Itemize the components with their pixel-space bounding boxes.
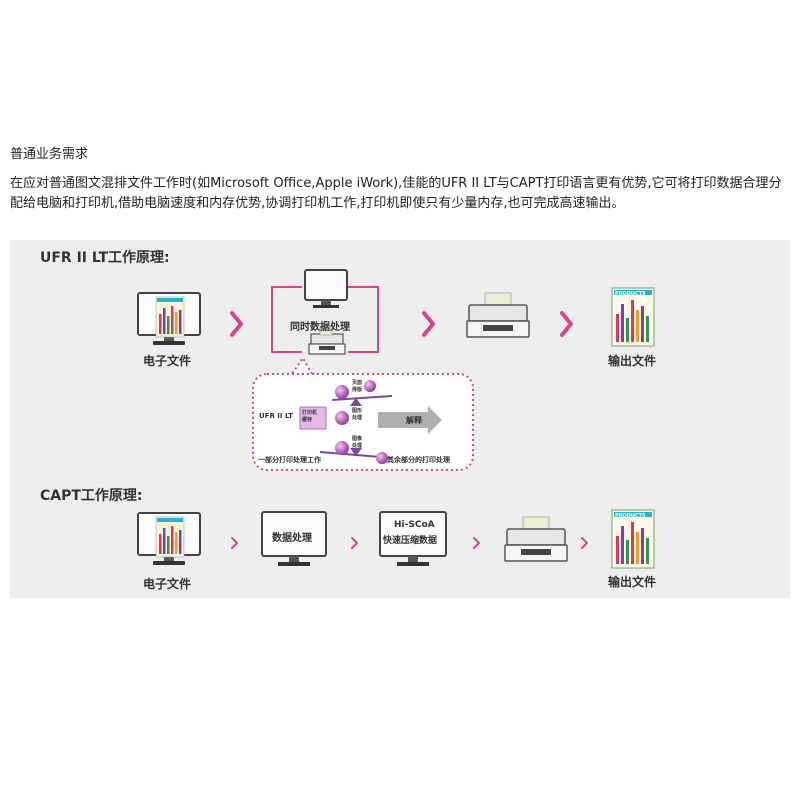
capt-output-label: 输出文件 <box>608 575 657 589</box>
capt-step1-label: 数据处理 <box>272 533 312 544</box>
ufr-source-monitor <box>137 292 201 346</box>
capt-printer <box>504 516 568 562</box>
ufr-doc-banner: PRODUCTS <box>615 291 646 297</box>
ufr-source-label: 电子文件 <box>143 354 192 368</box>
ufr-process-box <box>271 269 379 355</box>
section-heading: 普通业务需求 <box>10 147 89 162</box>
ufr-process-label: 同时数据处理 <box>290 322 350 333</box>
capt-step1-monitor <box>261 511 327 566</box>
ufr-output-label: 输出文件 <box>608 354 657 368</box>
capt-step2-line2: 快速压缩数据 <box>383 536 438 546</box>
interpret-arrow-label: 解释 <box>406 416 422 425</box>
ufr-detail-tag: UFR II LT <box>259 412 294 420</box>
ball-label-mid: 图形 处理 <box>352 408 363 421</box>
chevron-right-icon <box>473 537 480 549</box>
chevron-right-icon <box>581 537 588 549</box>
chevron-right-icon <box>351 537 358 549</box>
detail-bottom-right: 其余部分的打印处理 <box>387 456 450 464</box>
chevron-right-icon <box>230 311 243 337</box>
chevron-right-icon <box>560 311 573 337</box>
capt-source-monitor <box>137 512 201 566</box>
chevron-right-icon <box>231 537 238 549</box>
ufr-detail-balloon <box>252 356 474 471</box>
capt-step2-line1: Hi-SCoA <box>394 520 435 530</box>
capt-doc-banner: PRODUCTS <box>615 513 646 519</box>
ball-label-bottom: 图像 处理 <box>352 436 363 449</box>
capt-title: CAPT工作原理: <box>40 488 143 504</box>
ufr-title: UFR II LT工作原理: <box>40 250 170 266</box>
ball-label-top: 页面 排版 <box>352 380 363 393</box>
capt-source-label: 电子文件 <box>143 577 192 591</box>
chevron-right-icon <box>422 311 435 337</box>
capt-step2-monitor <box>379 511 447 566</box>
ufr-printer <box>466 292 530 338</box>
printer-buffer-tag: 打印机 缓存 <box>302 410 318 423</box>
detail-bottom-left: 一部分打印处理工作 <box>258 456 321 464</box>
intro-paragraph: 在应对普通图文混排文件工作时(如Microsoft Office,Apple i… <box>10 176 782 211</box>
